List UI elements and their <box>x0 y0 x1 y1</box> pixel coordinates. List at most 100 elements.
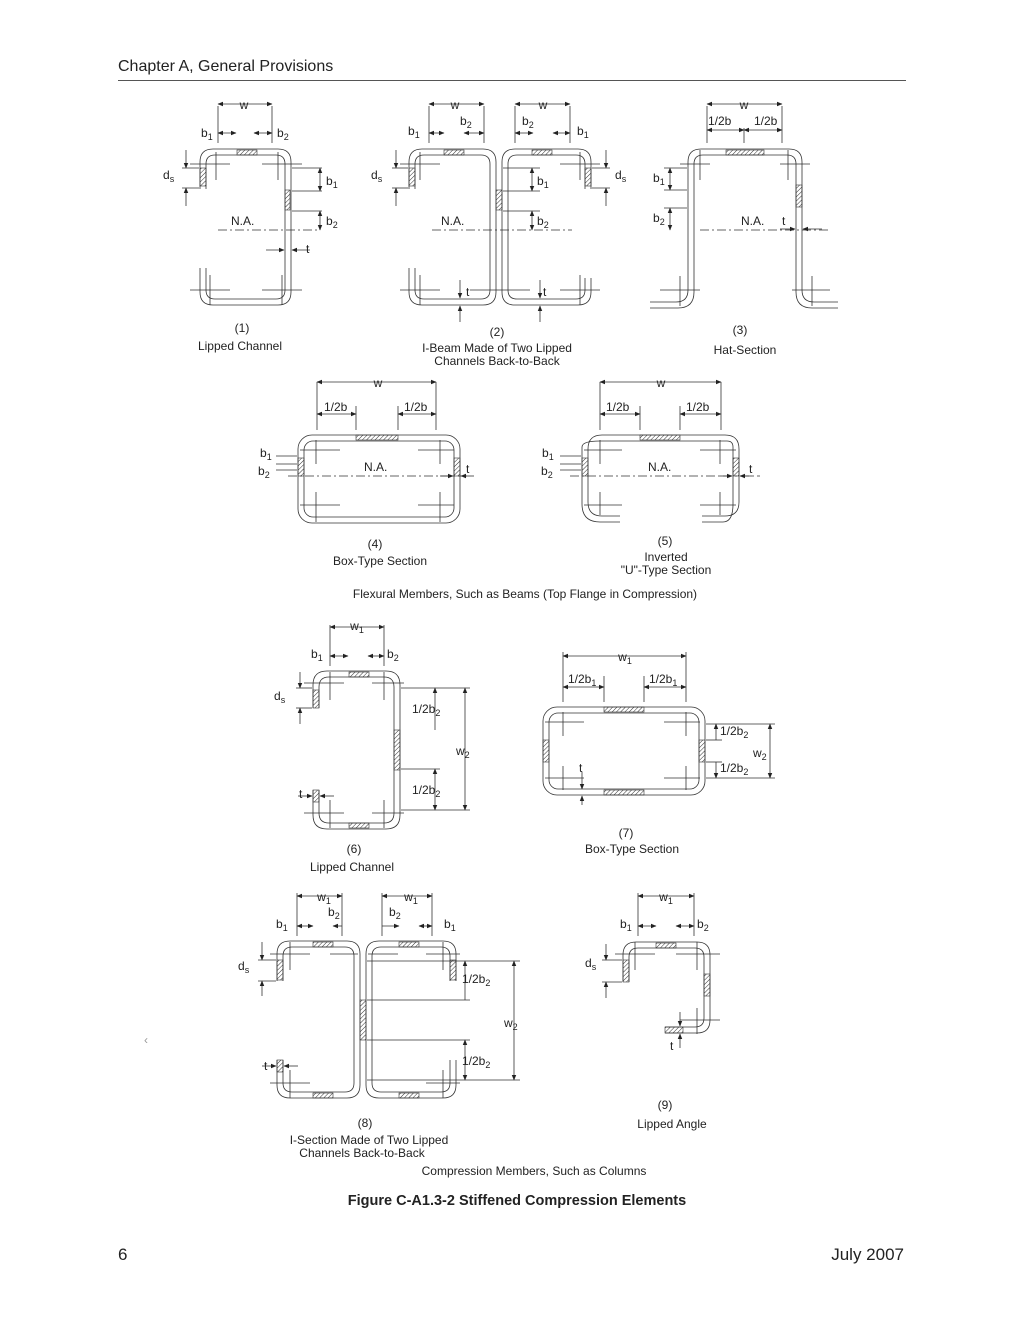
dimension-label: 1/2b2 <box>462 1054 490 1070</box>
dimension-label: b1 <box>276 917 288 933</box>
dimension-label: w2 <box>455 744 470 760</box>
caption-5-line1: Inverted <box>644 550 687 564</box>
caption-1-number: (1) <box>235 321 250 335</box>
dimension-label: t <box>749 462 753 476</box>
dimension-label: 1/2b2 <box>462 972 490 988</box>
dimension-label: b2 <box>522 114 534 130</box>
dimension-label: N.A. <box>364 460 387 474</box>
page-header: Chapter A, General Provisions <box>118 58 334 75</box>
caption-2-number: (2) <box>490 325 505 339</box>
dimension-label: 1/2b1 <box>568 672 596 688</box>
caption-5-line2: "U"-Type Section <box>621 563 712 577</box>
dimension-label: w <box>373 376 383 390</box>
dimension-label: b1 <box>577 124 589 140</box>
dimension-label: b2 <box>258 464 270 480</box>
section-8-i-section <box>258 893 520 1099</box>
dimension-label: t <box>466 462 470 476</box>
dimension-label: t <box>782 214 786 228</box>
section-1-lipped-channel <box>182 101 323 306</box>
caption-1-name: Lipped Channel <box>198 339 282 353</box>
dimension-label: b2 <box>326 214 338 230</box>
dimension-label: t <box>264 1059 268 1073</box>
section-7-box-type <box>542 652 775 805</box>
dimension-label: b2 <box>389 905 401 921</box>
dimension-label: 1/2b2 <box>412 702 440 718</box>
dimension-label: 1/2b <box>404 400 428 414</box>
section-3-hat-section <box>650 101 838 309</box>
section-1-shape-outer <box>199 148 292 306</box>
dimension-label: 1/2b <box>754 114 778 128</box>
caption-4-name: Box-Type Section <box>333 554 427 568</box>
dimension-label: b2 <box>460 114 472 130</box>
dimension-label: b1 <box>542 446 554 462</box>
header-rule <box>118 80 906 81</box>
caption-9-name: Lipped Angle <box>637 1117 707 1131</box>
dimension-label: w1 <box>617 650 632 666</box>
margin-mark: ‹ <box>144 1033 148 1047</box>
dimension-label: ds <box>371 168 383 184</box>
section-1-hatch-web <box>284 189 291 211</box>
section-1-hatch-lip <box>199 167 207 187</box>
dimension-label: w <box>739 98 749 112</box>
dimension-label: w <box>538 98 548 112</box>
caption-2-line2: Channels Back-to-Back <box>434 354 560 368</box>
dimension-label: b1 <box>311 647 323 663</box>
dimension-label: t <box>299 787 303 801</box>
section-5-inverted-u <box>560 379 760 523</box>
dimension-label: w <box>656 376 666 390</box>
section-2-i-beam <box>392 101 610 322</box>
dimension-label: b1 <box>444 917 456 933</box>
section-1-hatch-flange <box>236 149 258 156</box>
dimension-label: 1/2b <box>606 400 630 414</box>
dimension-label: t <box>670 1039 674 1053</box>
dimension-label: b1 <box>260 446 272 462</box>
dimension-label: t <box>579 761 583 775</box>
dimension-label: ds <box>274 689 286 705</box>
section-4-box-type <box>276 379 474 524</box>
dimension-label: w <box>239 98 249 112</box>
caption-8-line1: I-Section Made of Two Lipped <box>290 1133 449 1147</box>
caption-9-number: (9) <box>658 1098 673 1112</box>
dimension-label: b2 <box>387 647 399 663</box>
caption-6-name: Lipped Channel <box>310 860 394 874</box>
dimension-label: b2 <box>653 211 665 227</box>
dimension-label: b1 <box>537 174 549 190</box>
figure-title: Figure C-A1.3-2 Stiffened Compression El… <box>348 1193 686 1209</box>
caption-5-number: (5) <box>658 534 673 548</box>
dimension-label: w1 <box>403 890 418 906</box>
section-6-lipped-channel <box>296 624 470 830</box>
section-9-lipped-angle <box>602 893 720 1048</box>
dimension-label: b2 <box>328 905 340 921</box>
captions: (1) Lipped Channel (2) I-Beam Made of Tw… <box>198 321 776 1209</box>
dimension-label: 1/2b2 <box>720 761 748 777</box>
dimension-label: ds <box>615 168 627 184</box>
dimension-label: w2 <box>752 746 767 762</box>
dimension-label: 1/2b1 <box>649 672 677 688</box>
dimension-label: b1 <box>201 126 213 142</box>
caption-3-name: Hat-Section <box>714 343 777 357</box>
dimension-label: 1/2b <box>708 114 732 128</box>
group-compression-caption: Compression Members, Such as Columns <box>422 1164 647 1178</box>
caption-4-number: (4) <box>368 537 383 551</box>
dimension-label: 1/2b2 <box>412 783 440 799</box>
dimension-label: N.A. <box>648 460 671 474</box>
dimension-label: b1 <box>653 171 665 187</box>
dimension-label: b2 <box>537 214 549 230</box>
caption-7-number: (7) <box>619 826 634 840</box>
dimension-label: w <box>450 98 460 112</box>
dimension-label: ds <box>238 959 250 975</box>
dimension-label: 1/2b2 <box>720 724 748 740</box>
dimension-label: N.A. <box>231 214 254 228</box>
dimension-label: t <box>466 285 470 299</box>
page-date: July 2007 <box>831 1245 904 1264</box>
dimension-label: b1 <box>326 174 338 190</box>
dimension-label: b2 <box>277 126 289 142</box>
dimension-label: t <box>306 242 310 256</box>
dimension-label: 1/2b <box>686 400 710 414</box>
group-flexural-caption: Flexural Members, Such as Beams (Top Fla… <box>353 587 697 601</box>
dimension-label: N.A. <box>441 214 464 228</box>
dimension-label: 1/2b <box>324 400 348 414</box>
dimension-label: b1 <box>620 917 632 933</box>
